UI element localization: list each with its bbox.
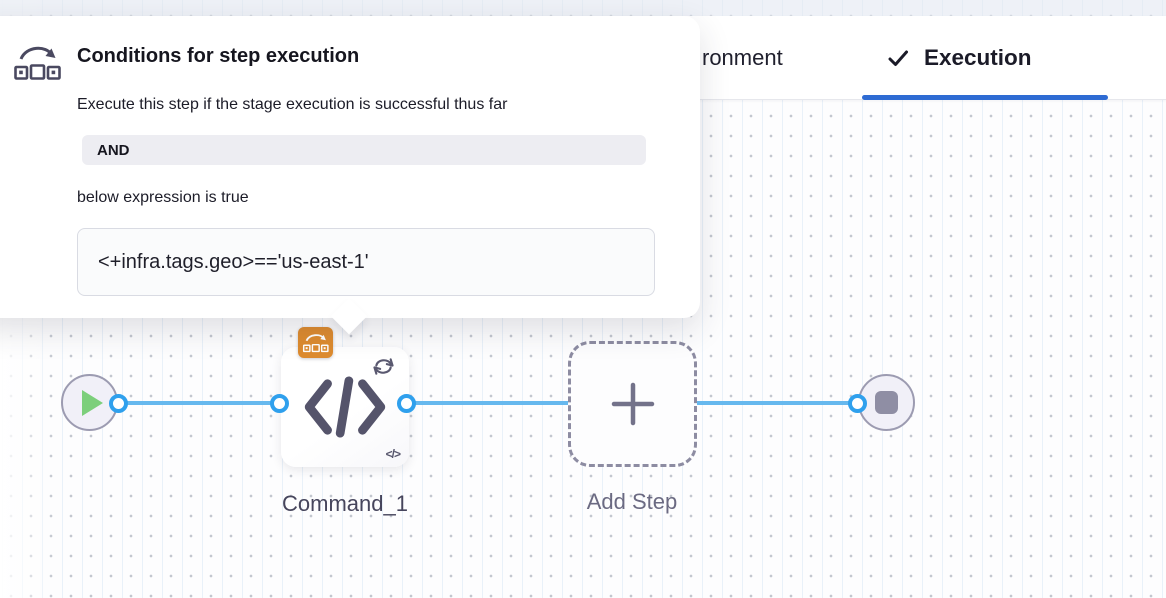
expression-label: below expression is true [77, 189, 249, 206]
expression-value-box: <+infra.tags.geo>=='us-east-1' [77, 228, 655, 296]
tab-environment[interactable]: ronment [702, 16, 783, 100]
expression-value: <+infra.tags.geo>=='us-east-1' [98, 250, 369, 273]
conditional-execution-badge[interactable] [298, 327, 333, 358]
active-tab-underline [862, 95, 1108, 100]
port-end-in[interactable] [848, 394, 867, 413]
conditional-execution-icon [12, 42, 62, 84]
add-step-label[interactable]: Add Step [586, 489, 678, 514]
code-icon [302, 376, 388, 438]
operator-chip: AND [82, 135, 646, 165]
stop-icon [875, 391, 898, 414]
conditions-popover: Conditions for step execution Execute th… [0, 16, 700, 335]
check-icon [886, 46, 910, 70]
connector-line [115, 401, 861, 405]
add-step-button[interactable] [568, 341, 697, 467]
port-start-out[interactable] [109, 394, 128, 413]
pipeline-start-node[interactable] [61, 374, 118, 431]
loop-icon [372, 356, 395, 377]
plus-icon [609, 380, 657, 428]
pipeline-end-node[interactable] [858, 374, 915, 431]
step-label-command[interactable]: Command_1 [282, 491, 408, 516]
step-node-command[interactable]: </> [281, 347, 409, 467]
port-command-out[interactable] [397, 394, 416, 413]
play-icon [81, 389, 103, 416]
port-command-in[interactable] [270, 394, 289, 413]
popover-title: Conditions for step execution [77, 45, 360, 67]
tab-execution[interactable]: Execution [886, 16, 1032, 100]
code-icon-small: </> [385, 447, 401, 461]
tab-execution-label: Execution [924, 45, 1032, 70]
canvas-top-strip [0, 0, 1166, 16]
tab-environment-label: ronment [702, 45, 783, 70]
popover-description: Execute this step if the stage execution… [77, 96, 508, 113]
operator-chip-label: AND [97, 141, 130, 159]
